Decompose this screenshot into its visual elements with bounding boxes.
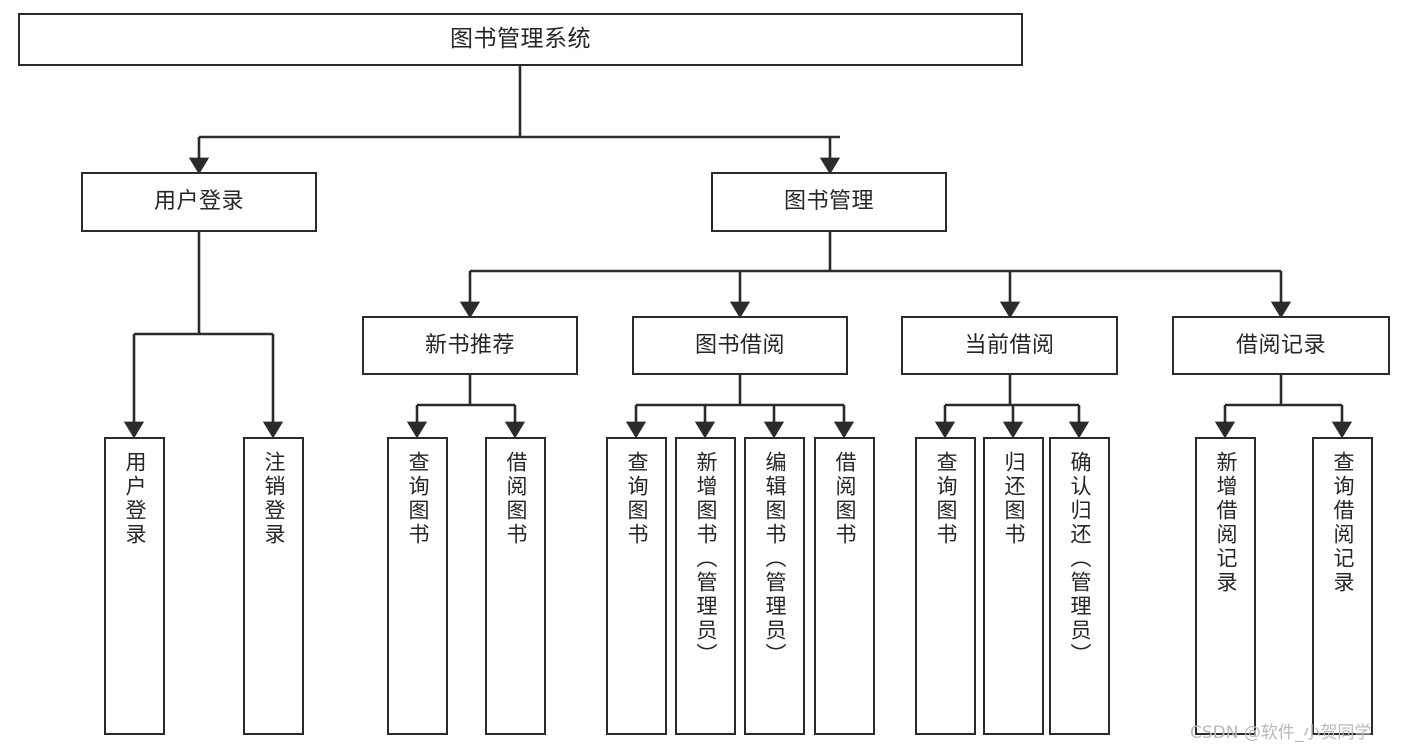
leaf-borrow-record-add[interactable]: 新增借阅记录 xyxy=(1195,437,1256,735)
node-book-borrow[interactable]: 图书借阅 xyxy=(632,316,848,375)
node-user-login[interactable]: 用户登录 xyxy=(81,172,317,232)
node-label: 借阅图书 xyxy=(833,451,857,547)
leaf-book-borrow-borrow[interactable]: 借阅图书 xyxy=(814,437,875,735)
leaf-current-borrow-confirm-admin[interactable]: 确认归还（管理员） xyxy=(1049,437,1110,735)
leaf-user-login-logout[interactable]: 注销登录 xyxy=(243,437,304,735)
node-new-book-recommend[interactable]: 新书推荐 xyxy=(362,316,578,375)
node-label: 确认归还（管理员） xyxy=(1068,451,1092,667)
node-label: 注销登录 xyxy=(262,451,286,547)
node-label: 用户登录 xyxy=(123,451,147,547)
node-root-book-management-system[interactable]: 图书管理系统 xyxy=(18,13,1023,66)
node-label: 查询图书 xyxy=(934,451,958,547)
node-label: 查询图书 xyxy=(625,451,649,547)
leaf-borrow-record-query[interactable]: 查询借阅记录 xyxy=(1312,437,1373,735)
node-label: 归还图书 xyxy=(1002,451,1026,547)
node-label: 新增借阅记录 xyxy=(1214,451,1238,595)
node-borrow-record[interactable]: 借阅记录 xyxy=(1172,316,1390,375)
node-label: 图书借阅 xyxy=(694,332,785,358)
leaf-current-borrow-query[interactable]: 查询图书 xyxy=(915,437,976,735)
node-label: 查询借阅记录 xyxy=(1331,451,1355,595)
node-label: 用户登录 xyxy=(153,189,244,215)
leaf-new-book-borrow[interactable]: 借阅图书 xyxy=(485,437,546,735)
node-label: 查询图书 xyxy=(406,451,430,547)
leaf-user-login-login[interactable]: 用户登录 xyxy=(104,437,165,735)
node-label: 新书推荐 xyxy=(424,332,515,358)
node-label: 当前借阅 xyxy=(964,332,1055,358)
node-label: 借阅记录 xyxy=(1235,332,1326,358)
node-label: 编辑图书（管理员） xyxy=(763,451,787,667)
node-label: 图书管理系统 xyxy=(450,26,591,53)
leaf-book-borrow-query[interactable]: 查询图书 xyxy=(606,437,667,735)
leaf-new-book-query[interactable]: 查询图书 xyxy=(387,437,448,735)
leaf-book-borrow-add-admin[interactable]: 新增图书（管理员） xyxy=(675,437,736,735)
node-label: 新增图书（管理员） xyxy=(694,451,718,667)
watermark-text: CSDN @软件_小贺同学 xyxy=(1190,723,1372,743)
node-label: 图书管理 xyxy=(783,189,874,215)
leaf-book-borrow-edit-admin[interactable]: 编辑图书（管理员） xyxy=(744,437,805,735)
leaf-current-borrow-return[interactable]: 归还图书 xyxy=(983,437,1044,735)
node-book-management[interactable]: 图书管理 xyxy=(711,172,947,232)
node-current-borrow[interactable]: 当前借阅 xyxy=(901,316,1118,375)
node-label: 借阅图书 xyxy=(504,451,528,547)
